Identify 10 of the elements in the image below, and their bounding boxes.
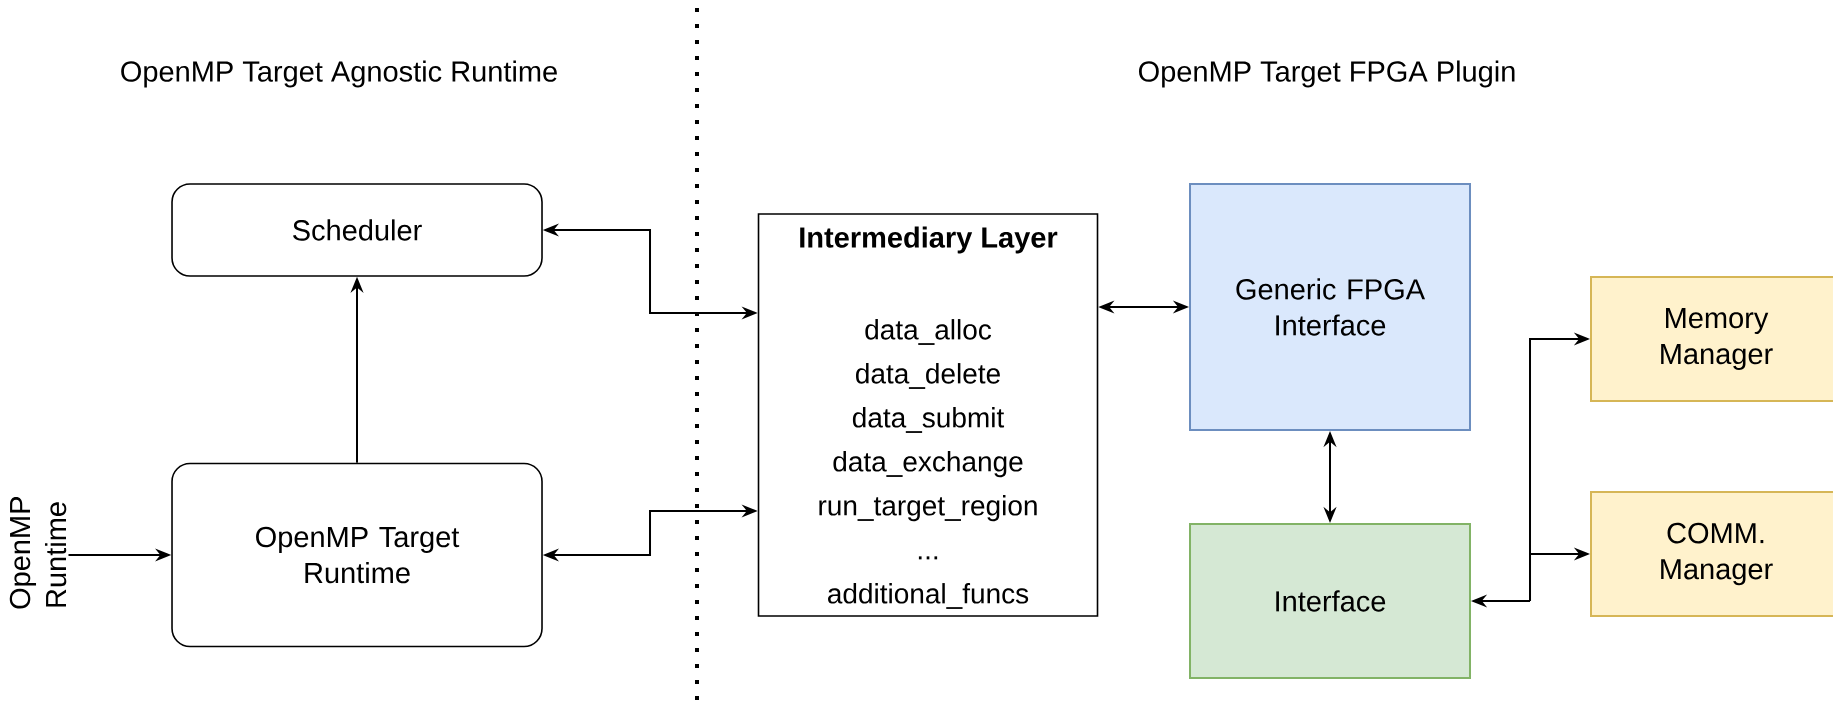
section-title: OpenMP Target FPGA Plugin [1139,60,1515,88]
manager-box: Memory Manager [1590,276,1833,402]
section-title: OpenMP Target Agnostic Runtime [121,60,557,88]
manager-box: COMM. Manager [1590,491,1833,617]
runtime-box: OpenMP Target Runtime [171,462,543,648]
layer-box: Intermediary Layer data_alloc data_delete data_submit data_exchange run_target_region ... additional_funcs [757,213,1099,617]
interface-box: Interface [1189,523,1471,679]
interface-box: Generic FPGA Interface [1189,183,1471,431]
runtime-label: OpenMP Runtime [9,497,67,609]
scheduler-box: Scheduler [171,183,543,277]
